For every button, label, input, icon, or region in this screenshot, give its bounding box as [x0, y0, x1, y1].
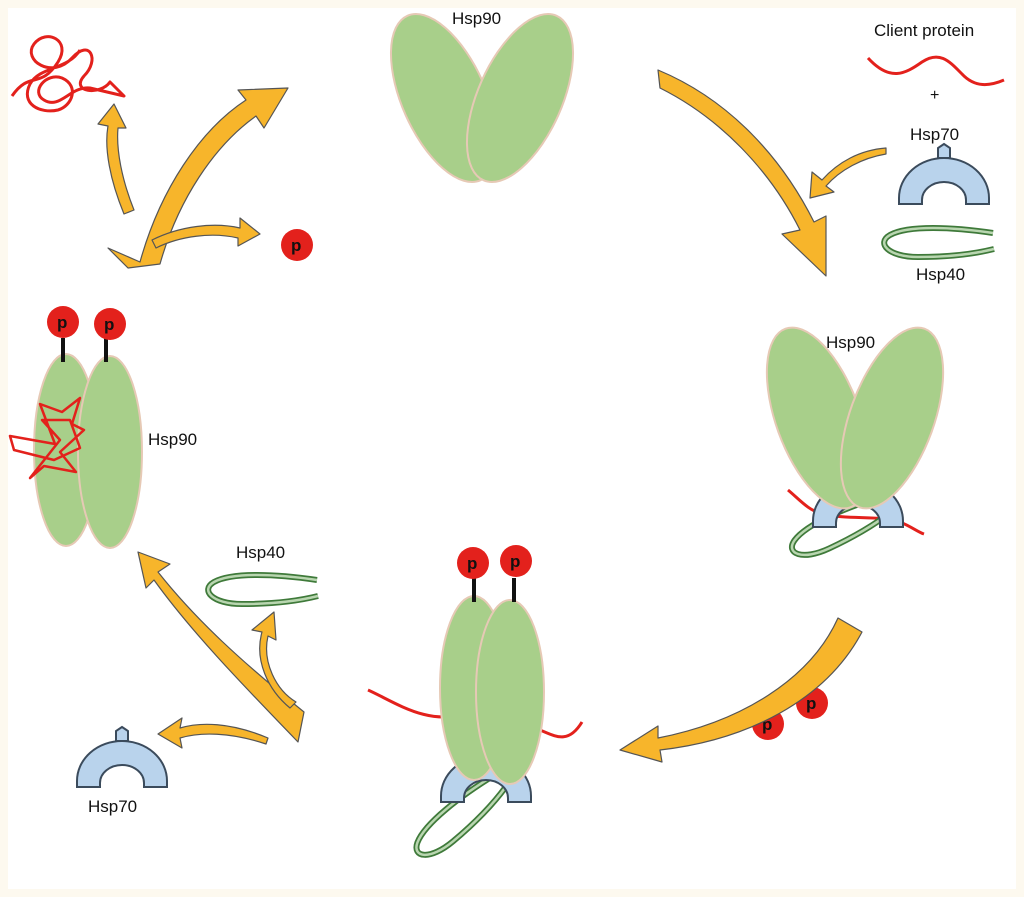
hsp90-top-label: Hsp90: [452, 9, 501, 28]
svg-text:p: p: [291, 236, 301, 255]
client-protein-label: Client protein: [874, 21, 974, 40]
phosphate-bottom-1: p: [457, 547, 489, 579]
arrow-phosphate-release: [151, 217, 261, 249]
hsp90-right-label: Hsp90: [826, 333, 875, 352]
arrow-bottom-left: [137, 551, 305, 743]
hsp40-right: Hsp40: [884, 228, 994, 284]
released-client: [10, 35, 126, 113]
arrow-top-right: [657, 69, 827, 277]
hsp90-bottom-lobe-right: [475, 599, 545, 785]
phosphate-left-2: p: [94, 308, 126, 340]
arrow-top-left: [107, 87, 289, 269]
client-strand-right: [787, 488, 925, 536]
phosphate-left-1: p: [47, 306, 79, 338]
hsp40-bottom-left: Hsp40: [208, 543, 318, 604]
svg-text:p: p: [806, 694, 816, 713]
svg-text:p: p: [762, 715, 772, 734]
client-tangle-top-left: [10, 35, 126, 113]
arrow-hsp70-release: [157, 717, 269, 749]
hsp90-right-lobe-right: [839, 326, 945, 510]
svg-text:p: p: [467, 554, 477, 573]
arrow-hsp70-join: [809, 147, 887, 199]
client-folded-left: [8, 396, 86, 480]
client-protein-group: Client protein +: [866, 21, 1005, 104]
hsp40-right-label: Hsp40: [916, 265, 965, 284]
svg-text:p: p: [57, 313, 67, 332]
hsp40-bottom-left-label: Hsp40: [236, 543, 285, 562]
hsp90-left-lobe-right: [77, 355, 143, 549]
hsp70-top-right-label: Hsp70: [910, 125, 959, 144]
arrow-client-release: [97, 103, 135, 215]
hsp90-complex-left: p p Hsp90: [8, 306, 197, 549]
client-protein-strand: [866, 55, 1005, 86]
hsp90-complex-bottom: p p: [367, 545, 584, 863]
hsp90-complex-right: Hsp90: [765, 326, 945, 562]
plus-sign: +: [930, 87, 939, 104]
arrow-hsp40-release: [251, 611, 297, 709]
arrow-bottom-right: [619, 617, 863, 763]
svg-text:p: p: [510, 552, 520, 571]
cycle-arrows: [97, 69, 887, 763]
hsp70-bottom-left: Hsp70: [76, 726, 168, 816]
hsp90-left-label: Hsp90: [148, 430, 197, 449]
phosphate-bottom-2: p: [500, 545, 532, 577]
released-phosphate: p: [281, 229, 313, 261]
svg-text:p: p: [104, 315, 114, 334]
hsp90-lobe-right: [465, 13, 575, 183]
hsp70-bottom-left-label: Hsp70: [88, 797, 137, 816]
hsp90-open-top: Hsp90: [389, 9, 575, 183]
hsp70-top-right: Hsp70: [898, 125, 990, 205]
